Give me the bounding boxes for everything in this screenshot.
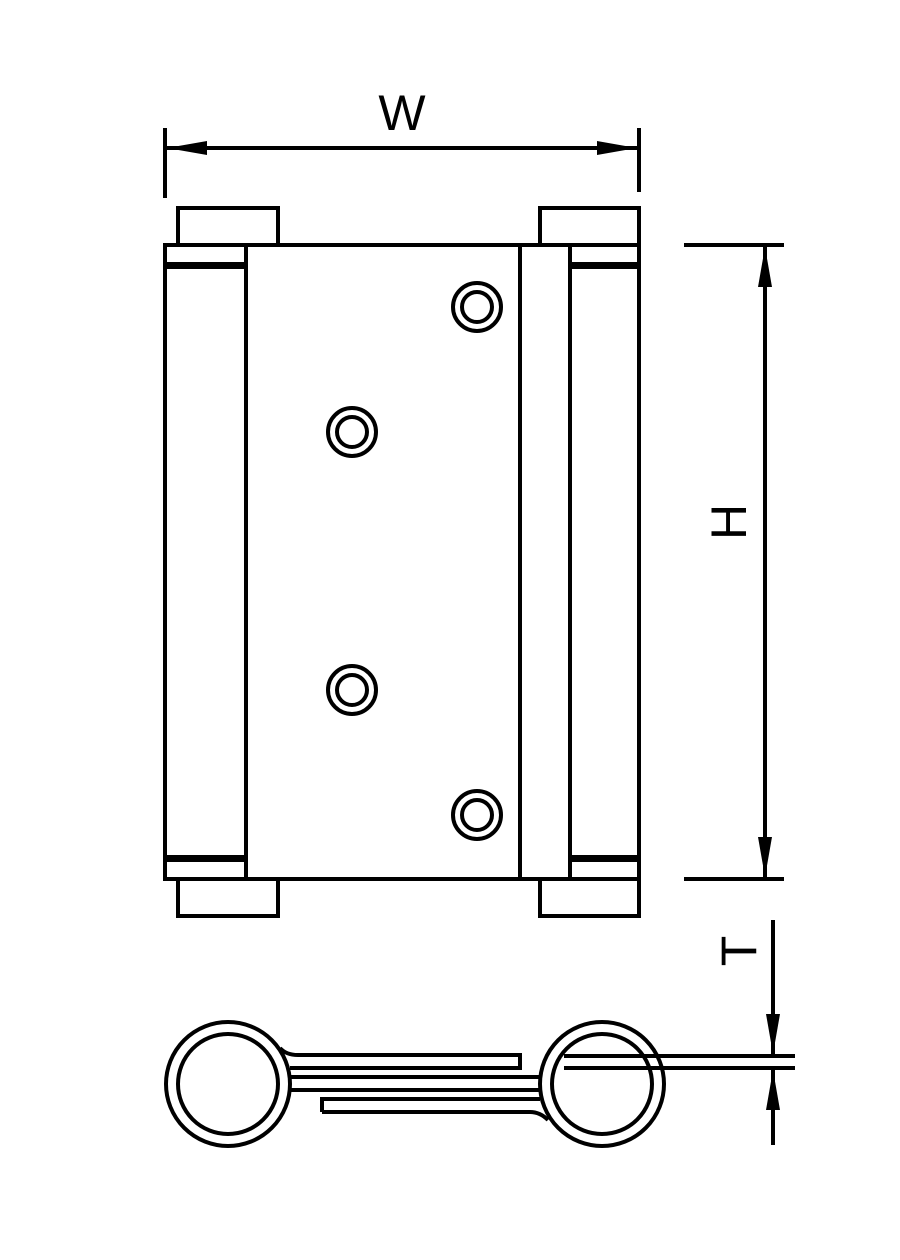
screw-hole bbox=[451, 281, 503, 333]
width-label: W bbox=[378, 85, 426, 141]
left-top-band bbox=[165, 262, 246, 269]
height-dimension bbox=[684, 243, 784, 881]
right-barrel-inner bbox=[550, 1032, 654, 1136]
top-view bbox=[164, 1020, 795, 1148]
top-left-knuckle-cap bbox=[176, 206, 280, 247]
left-barrel-inner bbox=[176, 1032, 280, 1136]
hinge-outline bbox=[163, 243, 641, 881]
barrel-bands bbox=[165, 262, 639, 862]
screw-hole bbox=[326, 406, 378, 458]
right-barrel-outer bbox=[538, 1020, 666, 1148]
right-leaf-lower bbox=[320, 1097, 550, 1122]
screw-hole bbox=[326, 664, 378, 716]
right-top-band bbox=[570, 262, 639, 269]
left-barrel-outer bbox=[164, 1020, 292, 1148]
right-bottom-band bbox=[570, 855, 639, 862]
thickness-label: T bbox=[711, 936, 767, 967]
height-label: H bbox=[701, 504, 757, 540]
left-bottom-band bbox=[165, 855, 246, 862]
screw-hole bbox=[451, 789, 503, 841]
front-view bbox=[163, 206, 641, 918]
bottom-left-knuckle-cap bbox=[176, 877, 280, 918]
left-leaf-upper bbox=[278, 1046, 522, 1070]
top-right-knuckle-cap bbox=[538, 206, 641, 247]
screw-holes bbox=[326, 281, 503, 841]
middle-leaf bbox=[290, 1075, 540, 1092]
bottom-right-knuckle-cap bbox=[538, 877, 641, 918]
width-dimension bbox=[163, 128, 641, 198]
